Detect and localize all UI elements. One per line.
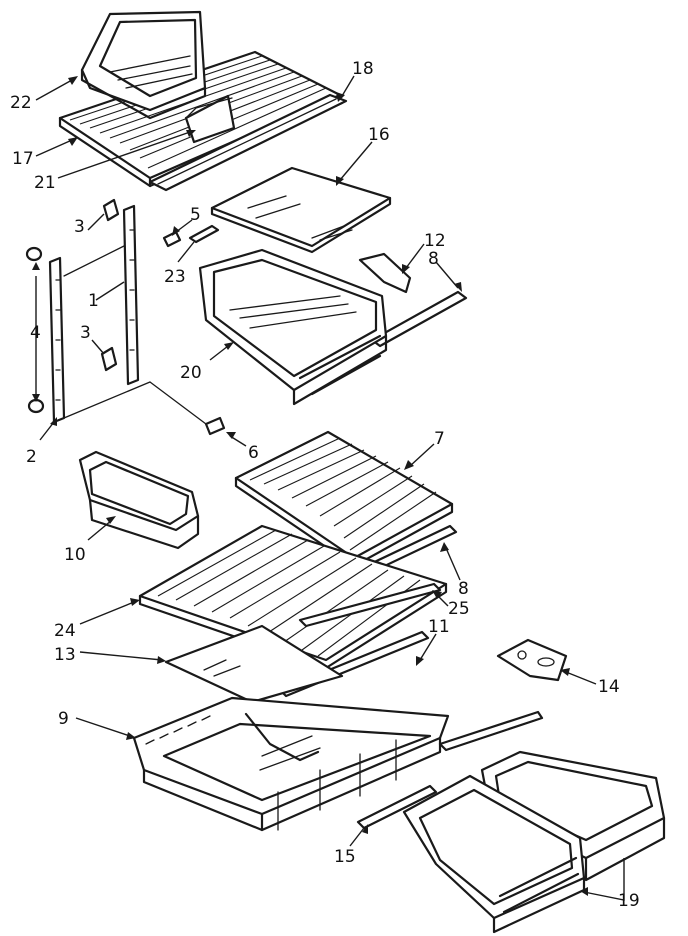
leader-lines	[32, 75, 625, 901]
label-1: 1	[88, 291, 99, 311]
right-rail-12	[358, 252, 412, 294]
cover-plate-14	[496, 638, 568, 682]
label-8-top: 8	[428, 249, 439, 269]
label-12: 12	[424, 231, 446, 251]
label-22: 22	[10, 93, 32, 113]
hidden-lines-left	[63, 245, 207, 425]
label-16: 16	[368, 125, 390, 145]
label-15: 15	[334, 847, 356, 867]
label-20: 20	[180, 363, 202, 383]
label-17: 17	[12, 149, 34, 169]
label-25: 25	[448, 599, 470, 619]
rod-15	[356, 784, 438, 830]
label-11: 11	[428, 617, 450, 637]
crisper-frame-9	[132, 696, 450, 832]
cap-4-top	[25, 246, 43, 262]
label-13: 13	[54, 645, 76, 665]
label-14: 14	[598, 677, 620, 697]
label-4: 4	[30, 323, 41, 343]
rod-8-top	[370, 290, 468, 348]
screw-6	[204, 416, 226, 436]
part-labels: 22 18 17 21 16 5 3 23 12 8 1 4 3 20 2 6 …	[10, 59, 640, 911]
wire-shelf-7	[234, 430, 454, 568]
clip-5	[162, 230, 182, 248]
label-7: 7	[434, 429, 445, 449]
glass-shelf-13	[164, 624, 344, 704]
label-10: 10	[64, 545, 86, 565]
label-5: 5	[190, 205, 201, 225]
label-3-bottom: 3	[80, 323, 91, 343]
crisper-drawer-19-back	[480, 750, 666, 882]
label-9: 9	[58, 709, 69, 729]
side-rail-right	[122, 204, 140, 386]
crisper-drawer-19-front	[402, 774, 586, 934]
crisper-rail-19	[438, 710, 544, 752]
small-bin	[184, 94, 236, 144]
rail-bracket-top	[102, 198, 120, 222]
label-8-middle: 8	[458, 579, 469, 599]
label-21: 21	[34, 173, 56, 193]
glass-shelf-top	[210, 166, 392, 254]
side-rail-left	[48, 256, 66, 424]
label-2: 2	[26, 447, 37, 467]
label-3-top: 3	[74, 217, 85, 237]
label-24: 24	[54, 621, 76, 641]
label-19: 19	[618, 891, 640, 911]
label-6: 6	[248, 443, 259, 463]
rail-25	[298, 582, 442, 628]
left-rail-23	[188, 224, 220, 244]
door-bin-10	[78, 450, 200, 550]
top-shelf-rail	[148, 93, 348, 192]
crisper-drawer-20	[198, 248, 388, 406]
label-18: 18	[352, 59, 374, 79]
label-23: 23	[164, 267, 186, 287]
wire-shelf-24	[138, 524, 448, 670]
rail-bracket-bottom	[100, 346, 118, 372]
top-basket	[80, 10, 207, 120]
